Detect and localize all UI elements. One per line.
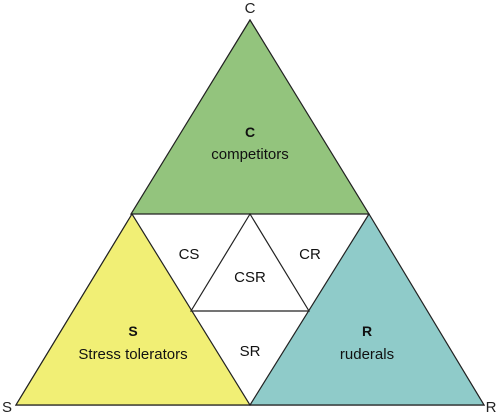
competitors-letter: C [245, 124, 255, 140]
cs-label: CS [179, 246, 200, 263]
cr-label: CR [299, 246, 321, 263]
ruderals-region [248, 212, 486, 406]
vertex-label-left: S [2, 399, 12, 416]
sr-label: SR [240, 343, 261, 360]
ruderals-name: ruderals [340, 346, 394, 363]
vertex-label-right: R [486, 399, 497, 416]
stress-name: Stress tolerators [78, 346, 187, 363]
vertex-label-top: C [245, 0, 256, 17]
ruderals-letter: R [362, 323, 372, 339]
competitors-region [129, 18, 371, 215]
stress-letter: S [128, 323, 137, 339]
stress-tolerators-region [14, 212, 252, 406]
competitors-name: competitors [211, 146, 289, 163]
csr-label: CSR [234, 269, 266, 286]
csr-region [189, 212, 311, 312]
